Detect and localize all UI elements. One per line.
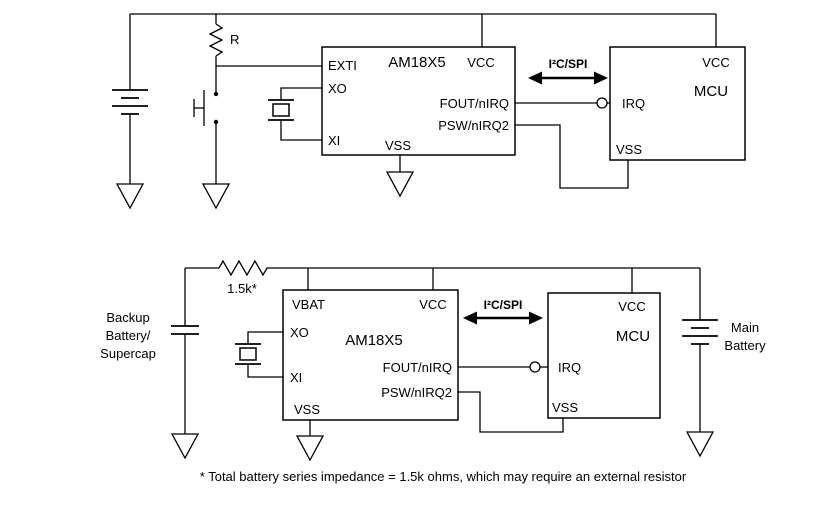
resistor-symbol bbox=[214, 259, 272, 277]
battery-symbol bbox=[112, 89, 148, 115]
ground-symbol bbox=[170, 433, 200, 460]
rtc-chip-name: AM18X5 bbox=[388, 54, 446, 71]
rtc-pin-xo-label: XO bbox=[290, 325, 309, 340]
rtc-bottom-box bbox=[282, 289, 459, 421]
mcu-pin-vcc-label: VCC bbox=[702, 55, 729, 70]
active-low-bubble bbox=[596, 97, 608, 109]
rtc-pin-fout-label: FOUT/nIRQ bbox=[440, 96, 509, 111]
rtc-pin-vss-label: VSS bbox=[385, 138, 411, 153]
psw-wire bbox=[458, 391, 564, 433]
pushbutton-symbol bbox=[193, 90, 219, 126]
rtc-pin-fout-label: FOUT/nIRQ bbox=[383, 360, 452, 375]
active-low-bubble bbox=[529, 361, 541, 373]
rtc-chip-name: AM18X5 bbox=[345, 332, 403, 349]
rtc-pin-exti-label: EXTI bbox=[328, 58, 357, 73]
ground-symbol bbox=[201, 183, 231, 210]
capacitor-symbol bbox=[171, 325, 199, 335]
i2c-spi-bus-arrow bbox=[463, 311, 543, 325]
i2c-spi-bus-arrow bbox=[528, 71, 608, 85]
battery-symbol bbox=[682, 319, 718, 345]
ground-symbol bbox=[295, 435, 325, 462]
rtc-pin-vss-label: VSS bbox=[294, 402, 320, 417]
rtc-pin-xi-label: XI bbox=[290, 370, 302, 385]
xi-wire bbox=[280, 120, 322, 141]
ground-symbol bbox=[385, 171, 415, 198]
rtc-top-box bbox=[321, 46, 516, 156]
psw-wire bbox=[515, 124, 629, 189]
resistor-symbol bbox=[208, 23, 224, 57]
mcu-pin-vss-label: VSS bbox=[552, 400, 578, 415]
top-circuit: R EXTI AM18X5 VCC XO XI FOUT/nIRQ bbox=[112, 13, 746, 210]
rtc-pin-psw-label: PSW/nIRQ2 bbox=[438, 118, 509, 133]
mcu-pin-vcc-label: VCC bbox=[618, 299, 645, 314]
mcu-pin-irq-label: IRQ bbox=[558, 360, 581, 375]
rtc-pin-vcc-label: VCC bbox=[467, 55, 494, 70]
main-battery-label-line1: Main bbox=[731, 320, 759, 335]
pushbutton-contact bbox=[213, 119, 219, 125]
xo-wire bbox=[280, 87, 322, 100]
backup-label-line1: Backup bbox=[106, 310, 149, 325]
ground-symbol bbox=[115, 183, 145, 210]
mcu-chip-name: MCU bbox=[616, 328, 650, 345]
rtc-pin-psw-label: PSW/nIRQ2 bbox=[381, 385, 452, 400]
backup-label-line2: Battery/ bbox=[106, 328, 151, 343]
mcu-pin-vss-label: VSS bbox=[616, 142, 642, 157]
crystal-symbol bbox=[268, 99, 294, 121]
mcu-bottom-box bbox=[547, 292, 661, 419]
bus-label: I²C/SPI bbox=[484, 298, 523, 312]
xo-wire bbox=[247, 331, 283, 344]
rtc-pin-xi-label: XI bbox=[328, 133, 340, 148]
bus-label: I²C/SPI bbox=[549, 57, 588, 71]
ground-symbol bbox=[685, 431, 715, 458]
backup-label-line3: Supercap bbox=[100, 346, 156, 361]
resistor-label: R bbox=[230, 32, 239, 47]
main-battery-label-line2: Battery bbox=[724, 338, 766, 353]
bus-arrowhead-right bbox=[529, 311, 543, 325]
resistor-label: 1.5k* bbox=[227, 281, 257, 296]
mcu-pin-irq-label: IRQ bbox=[622, 96, 645, 111]
bottom-circuit: 1.5k* Backup Battery/ Supercap VBAT VCC … bbox=[100, 259, 766, 462]
mcu-top-box bbox=[609, 46, 746, 161]
rtc-pin-vbat-label: VBAT bbox=[292, 297, 325, 312]
crystal-symbol bbox=[235, 343, 261, 365]
pushbutton-contact bbox=[213, 91, 219, 97]
bus-arrowhead-right bbox=[594, 71, 608, 85]
crystal-body bbox=[272, 103, 290, 117]
bus-arrowhead-left bbox=[528, 71, 542, 85]
rtc-pin-xo-label: XO bbox=[328, 81, 347, 96]
footnote: * Total battery series impedance = 1.5k … bbox=[200, 469, 687, 484]
mcu-chip-name: MCU bbox=[694, 83, 728, 100]
xi-wire bbox=[247, 364, 283, 378]
crystal-body bbox=[239, 347, 257, 361]
rtc-pin-vcc-label: VCC bbox=[419, 297, 446, 312]
bus-arrowhead-left bbox=[463, 311, 477, 325]
